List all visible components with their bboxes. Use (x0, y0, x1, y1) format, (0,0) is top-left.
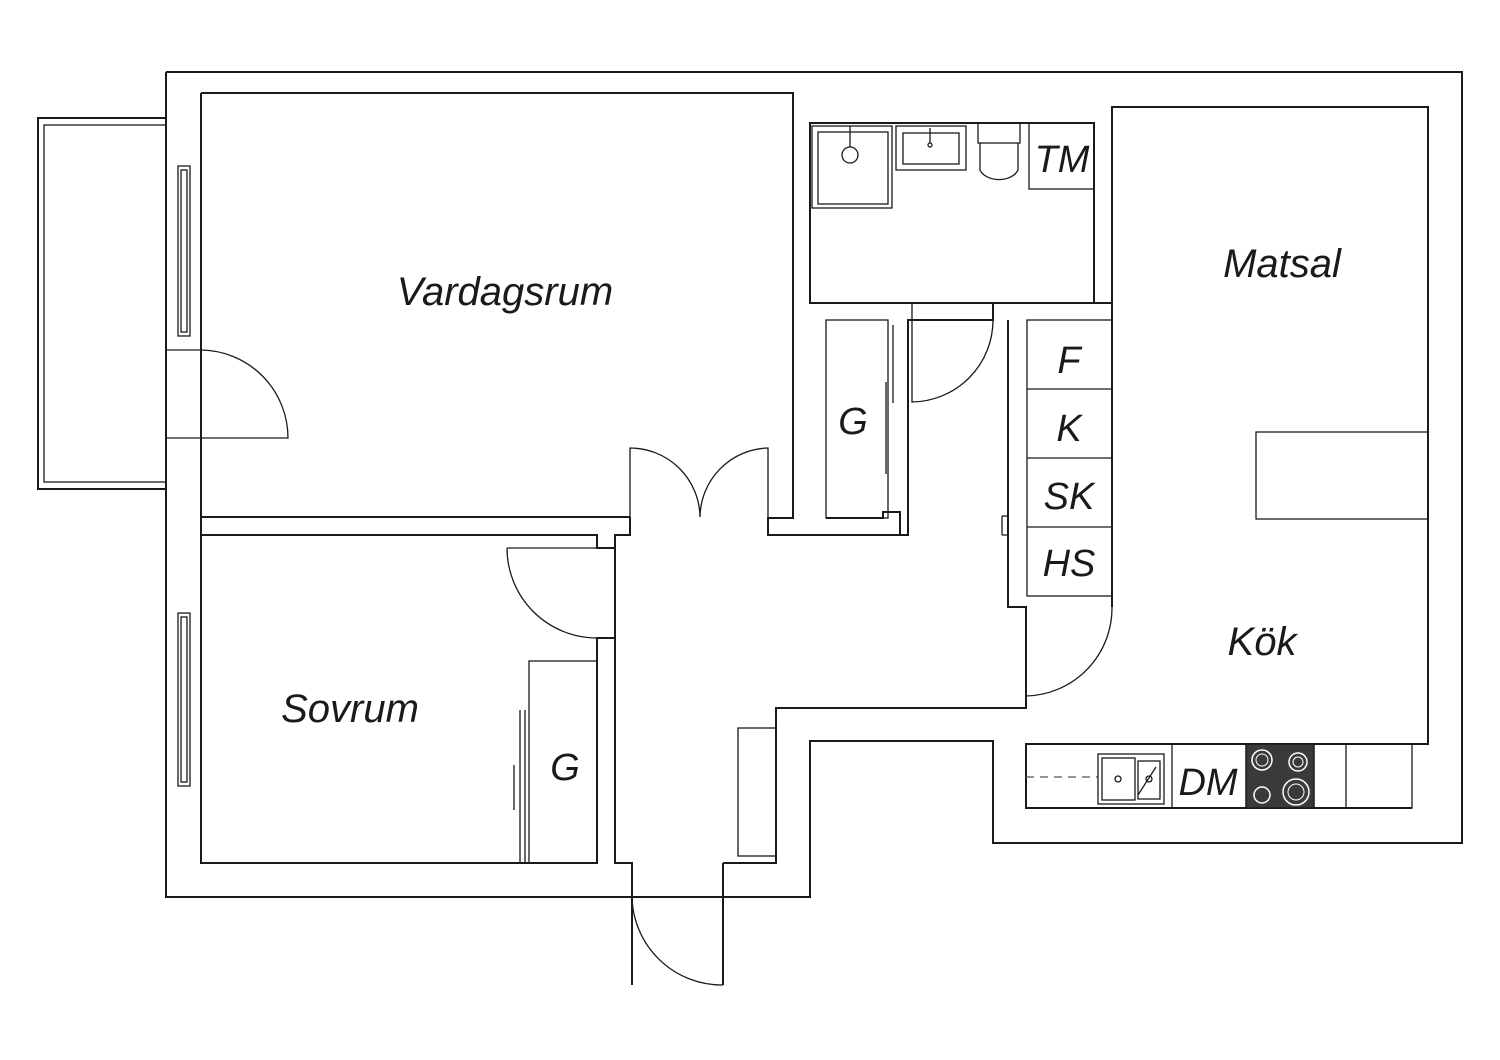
label-dining: Matsal (1223, 242, 1342, 286)
label-cabinet: SK (1044, 476, 1096, 518)
toilet-icon (977, 122, 1021, 181)
kitchen-dining: Matsal Kök DM (1025, 242, 1429, 809)
kitchen-sink-icon (1097, 753, 1165, 805)
sink-icon (895, 125, 967, 171)
label-living-room: Vardagsrum (397, 270, 613, 314)
label-broom-closet: HS (1043, 543, 1096, 585)
shower-icon (811, 125, 893, 209)
living-room: Vardagsrum (166, 93, 769, 549)
label-bedroom: Sovrum (281, 687, 419, 731)
bathroom: TM (809, 122, 1095, 403)
label-dishwasher: DM (1178, 762, 1237, 804)
label-wardrobe-bedroom: G (550, 747, 580, 789)
label-wardrobe-hall: G (838, 401, 868, 443)
stove-icon (1245, 743, 1315, 809)
storage-units: F K SK HS (1001, 319, 1113, 696)
label-fridge: F (1057, 340, 1082, 382)
label-kitchen: Kök (1228, 620, 1299, 664)
hallway: G (614, 319, 1027, 986)
bedroom: G Sovrum (177, 535, 633, 985)
label-freezer: K (1056, 408, 1083, 450)
label-washing-machine: TM (1035, 139, 1090, 181)
balcony (37, 117, 167, 490)
